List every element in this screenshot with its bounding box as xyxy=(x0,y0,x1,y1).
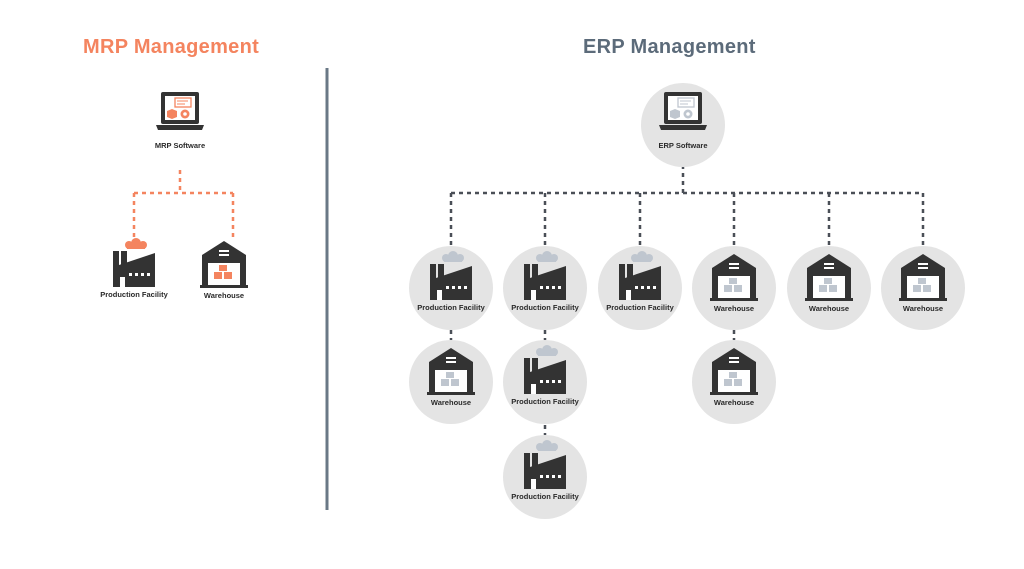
erp-software-label: ERP Software xyxy=(658,141,708,150)
erp-node-production-facility: Production Facility xyxy=(503,435,587,519)
warehouse-icon xyxy=(427,348,475,395)
laptop-software-icon xyxy=(156,92,204,130)
erp-node-label: Production Facility xyxy=(511,397,579,406)
erp-node-label: Production Facility xyxy=(606,303,674,312)
erp-software-node: ERP Software xyxy=(641,83,725,167)
erp-node-label: Production Facility xyxy=(511,303,579,312)
mrp-software-label: MRP Software xyxy=(154,141,206,150)
erp-node-label: Warehouse xyxy=(713,304,755,313)
factory-icon xyxy=(524,440,566,489)
mrp-node-label: Production Facility xyxy=(100,290,168,299)
warehouse-icon xyxy=(710,348,758,395)
mrp-node-warehouse: Warehouse xyxy=(182,233,266,317)
erp-node-warehouse: Warehouse xyxy=(409,340,493,424)
warehouse-icon xyxy=(899,254,947,301)
erp-node-label: Warehouse xyxy=(902,304,944,313)
factory-icon xyxy=(113,238,155,287)
warehouse-icon xyxy=(710,254,758,301)
erp-node-label: Warehouse xyxy=(430,398,472,407)
laptop-software-icon xyxy=(659,92,707,130)
erp-node-production-facility: Production Facility xyxy=(409,246,493,330)
erp-node-warehouse: Warehouse xyxy=(692,340,776,424)
erp-node-label: Production Facility xyxy=(417,303,485,312)
factory-icon xyxy=(524,345,566,394)
factory-icon xyxy=(524,251,566,300)
mrp-title: MRP Management xyxy=(83,36,260,58)
factory-icon xyxy=(430,251,472,300)
mrp-node-label: Warehouse xyxy=(203,291,245,300)
erp-title: ERP Management xyxy=(583,36,756,58)
warehouse-icon xyxy=(805,254,853,301)
mrp-node-production-facility: Production Facility xyxy=(92,233,176,317)
factory-icon xyxy=(619,251,661,300)
mrp-connectors xyxy=(132,170,235,240)
erp-node-warehouse: Warehouse xyxy=(881,246,965,330)
erp-connectors xyxy=(449,165,925,435)
erp-node-production-facility: Production Facility xyxy=(503,246,587,330)
mrp-software-node: MRP Software xyxy=(138,83,222,167)
warehouse-icon xyxy=(200,241,248,288)
erp-node-label: Production Facility xyxy=(511,492,579,501)
erp-node-production-facility: Production Facility xyxy=(598,246,682,330)
erp-node-label: Warehouse xyxy=(713,398,755,407)
erp-node-warehouse: Warehouse xyxy=(692,246,776,330)
erp-node-warehouse: Warehouse xyxy=(787,246,871,330)
erp-node-label: Warehouse xyxy=(808,304,850,313)
erp-node-production-facility: Production Facility xyxy=(503,340,587,424)
